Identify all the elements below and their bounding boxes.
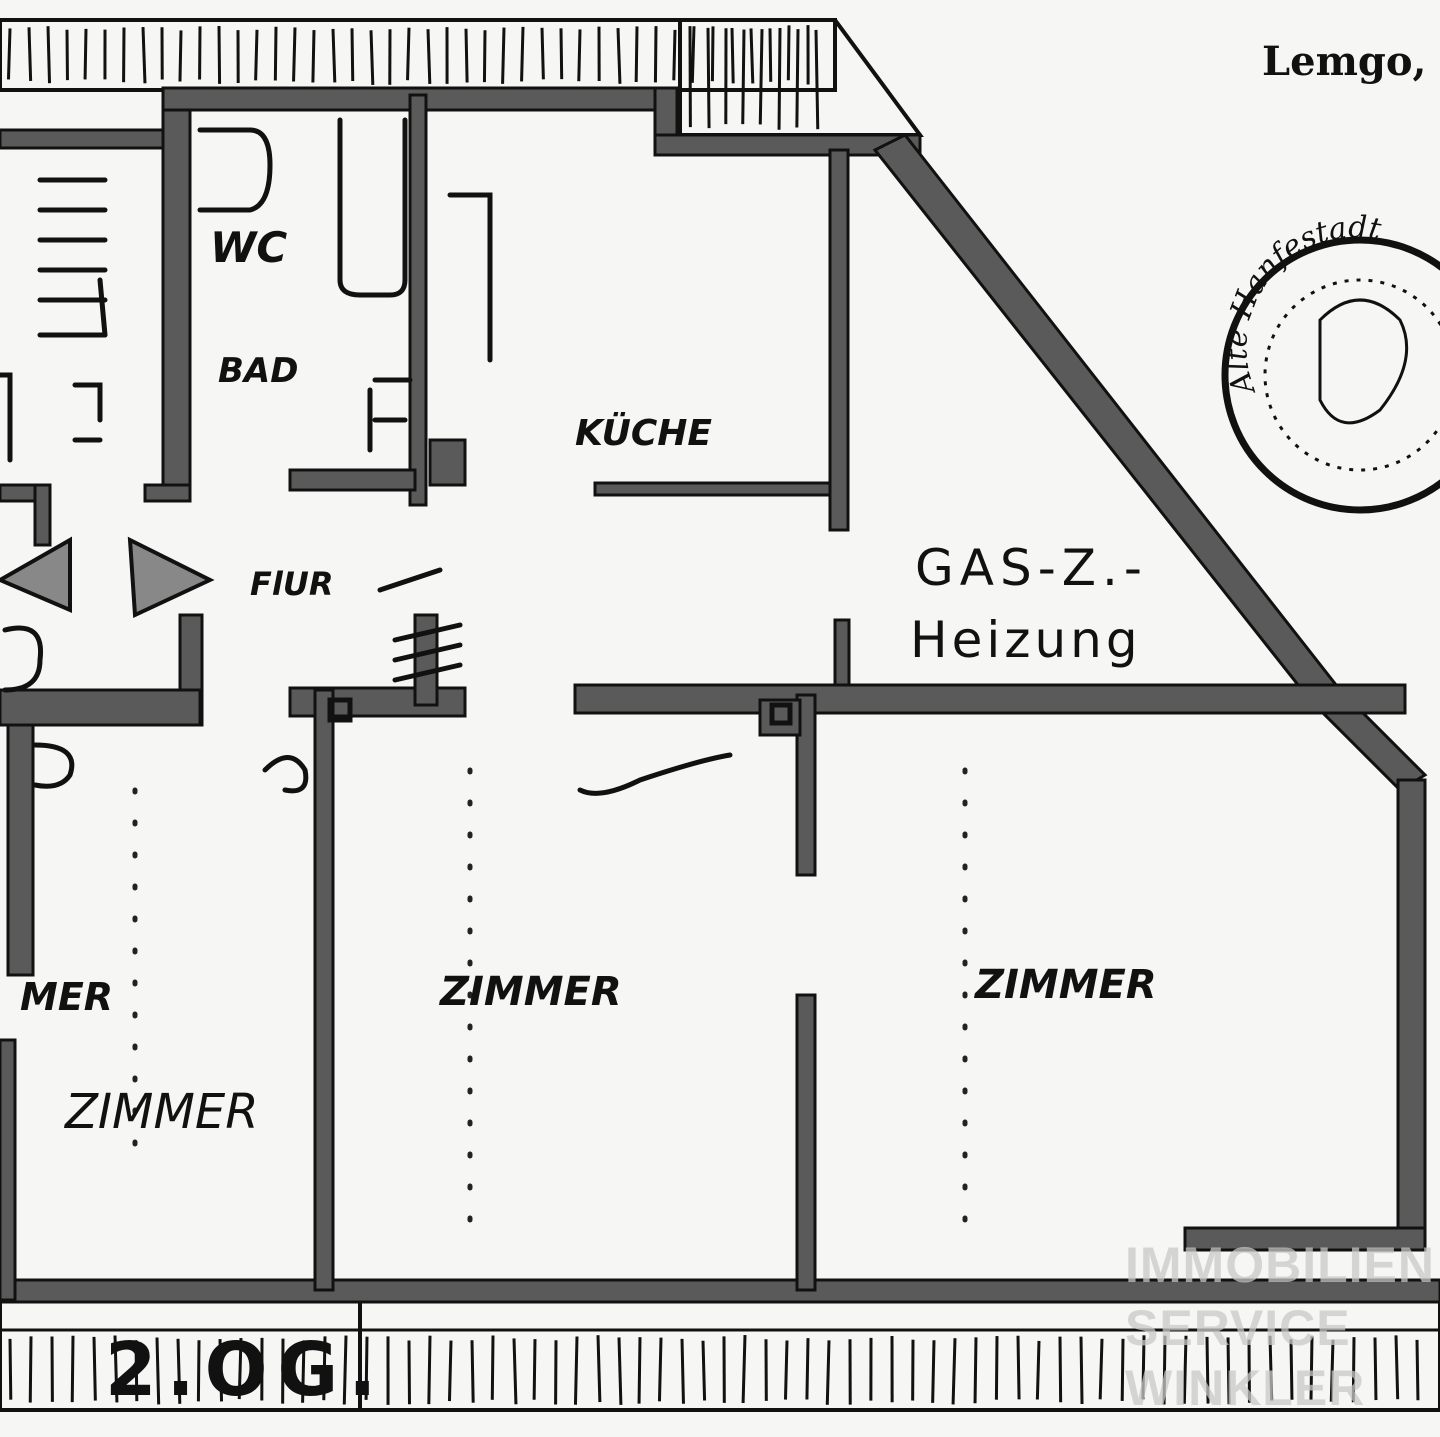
hatch-line bbox=[692, 26, 694, 83]
hatch-line bbox=[1037, 1341, 1039, 1400]
hatch-line bbox=[492, 1335, 493, 1399]
hatch-line bbox=[503, 28, 504, 84]
hatch-line bbox=[953, 1338, 955, 1404]
roof-corner-hatch bbox=[680, 20, 920, 135]
hatch-line bbox=[85, 29, 86, 80]
hatch-line bbox=[275, 27, 276, 81]
hatch-line bbox=[785, 1340, 787, 1399]
hatch-line bbox=[94, 1337, 95, 1401]
hatch-line bbox=[1396, 1335, 1398, 1399]
hatch-line bbox=[760, 29, 762, 124]
hatch-line bbox=[743, 1335, 745, 1403]
stamp-text: Alte Hanfestadt bbox=[1219, 210, 1384, 401]
hatch-line bbox=[1018, 1336, 1019, 1400]
hatch-line bbox=[429, 1336, 430, 1404]
hatch-line bbox=[636, 26, 637, 82]
hatch-line bbox=[619, 1337, 621, 1404]
hatch-line bbox=[674, 30, 675, 80]
hatch-line bbox=[779, 28, 780, 130]
watermark: IMMOBILIEN SERVICE WINKLER bbox=[1125, 1237, 1435, 1416]
hatch-line bbox=[472, 1340, 473, 1402]
hatch-line bbox=[294, 27, 295, 81]
hatch-line bbox=[933, 1340, 934, 1403]
hatch-line bbox=[816, 30, 818, 129]
room-label-zimmer-partial: MER bbox=[20, 975, 113, 1019]
room-label-heizung-line1: GAS-Z.- bbox=[915, 539, 1148, 597]
hatch-line bbox=[534, 1339, 535, 1400]
hatch-line bbox=[1122, 1339, 1123, 1401]
hatch-line bbox=[30, 1336, 31, 1402]
door-symbols bbox=[0, 540, 210, 615]
hatch-line bbox=[8, 28, 10, 79]
hatch-line bbox=[598, 1335, 600, 1402]
floor-label: 2.OG. bbox=[105, 1327, 386, 1413]
official-stamp: Alte Hanfestadt bbox=[1219, 210, 1440, 510]
hatch-line bbox=[770, 28, 771, 81]
hatch-line bbox=[514, 1338, 516, 1404]
hatch-line bbox=[10, 1339, 11, 1400]
hatch-line bbox=[466, 29, 467, 83]
hatch-line bbox=[256, 30, 257, 81]
hatch-line bbox=[1081, 1337, 1082, 1404]
hatch-line bbox=[1060, 1337, 1061, 1403]
hatch-line bbox=[313, 30, 314, 82]
hatch-line bbox=[703, 1341, 705, 1401]
room-label-wc: WC bbox=[210, 223, 287, 272]
hatch-line bbox=[1417, 1340, 1418, 1400]
hatch-line bbox=[639, 1337, 640, 1403]
hatch-line bbox=[807, 1338, 808, 1399]
hatch-line bbox=[682, 1339, 683, 1404]
hatch-line bbox=[579, 29, 580, 81]
hatch-line bbox=[143, 27, 145, 83]
room-label-zimmer-left: ZIMMER bbox=[63, 1084, 259, 1140]
hatch-line bbox=[561, 28, 562, 79]
hatch-line bbox=[180, 30, 181, 81]
hatch-line bbox=[996, 1336, 997, 1400]
hatch-line bbox=[371, 30, 373, 85]
hatch-line bbox=[575, 1337, 577, 1405]
hatch-line bbox=[751, 28, 753, 83]
room-label-zimmer-middle: ZIMMER bbox=[438, 969, 622, 1015]
hatch-line bbox=[1100, 1339, 1102, 1399]
hatch-line bbox=[219, 26, 220, 84]
hatch-line bbox=[333, 29, 335, 82]
hatch-line bbox=[542, 28, 543, 79]
hatch-line bbox=[788, 25, 789, 80]
hatch-line bbox=[29, 27, 31, 81]
hatch-line bbox=[732, 28, 733, 83]
room-label-kueche: KÜCHE bbox=[575, 412, 712, 454]
watermark-line3: WINKLER bbox=[1125, 1360, 1365, 1416]
hatch-line bbox=[708, 28, 709, 128]
room-label-flur: FlUR bbox=[250, 565, 333, 603]
hatch-line bbox=[449, 1341, 451, 1401]
watermark-line1: IMMOBILIEN bbox=[1125, 1237, 1435, 1293]
hatch-line bbox=[72, 1336, 73, 1402]
room-label-heizung-line2: Heizung bbox=[910, 611, 1142, 669]
hatch-line bbox=[797, 29, 798, 127]
hatch-line bbox=[522, 27, 523, 82]
hatch-line bbox=[743, 30, 744, 125]
hatch-line bbox=[975, 1337, 976, 1403]
hatch-line bbox=[1375, 1338, 1376, 1401]
hatch-line bbox=[659, 1338, 661, 1402]
room-label-bad: BAD bbox=[218, 351, 298, 391]
hatch-line bbox=[48, 26, 50, 83]
hatch-line bbox=[428, 29, 430, 84]
watermark-line2: SERVICE bbox=[1125, 1300, 1351, 1356]
hatch-line bbox=[655, 26, 656, 82]
hatch-line bbox=[484, 30, 485, 82]
city-label: Lemgo, bbox=[1262, 38, 1426, 85]
hatch-line bbox=[618, 28, 620, 84]
hatch-line bbox=[352, 28, 353, 81]
hatch-line bbox=[712, 26, 713, 81]
room-label-zimmer-right: ZIMMER bbox=[973, 962, 1157, 1008]
hatch-line bbox=[408, 28, 409, 81]
hatch-line bbox=[827, 1340, 829, 1404]
